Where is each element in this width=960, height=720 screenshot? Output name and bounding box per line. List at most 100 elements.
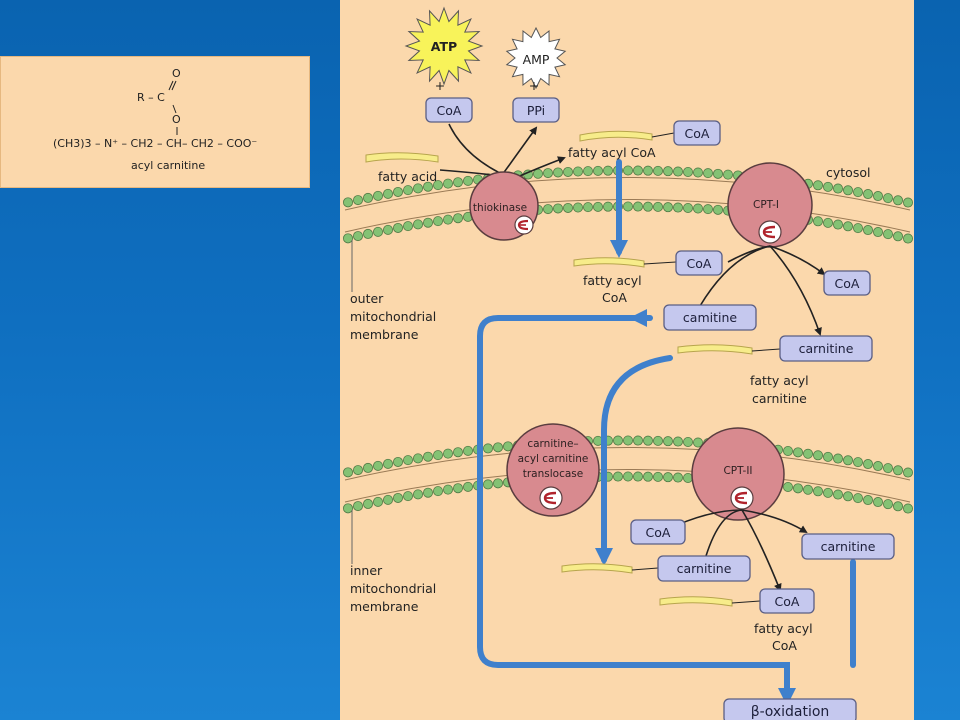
acyl-r-group: R – C — [137, 91, 165, 104]
inner-membrane-head — [853, 457, 864, 468]
ppi-label: PPi — [527, 103, 545, 118]
carnitine-label-3: carnitine — [677, 561, 732, 576]
fatty-acyl-chain-3 — [677, 344, 753, 355]
amp-label: AMP — [523, 52, 550, 67]
outer-membrane-head — [712, 204, 723, 215]
translocase-enzyme — [506, 423, 600, 517]
inner-membrane-head — [433, 450, 444, 461]
outer-membrane-head — [542, 168, 553, 179]
fatty-acyl-carnitine-label-b: carnitine — [752, 391, 807, 406]
translocase-label-3: translocase — [523, 468, 583, 480]
cpt2-acylcoa-out-arrow — [741, 509, 782, 592]
inner-membrane-head — [812, 450, 823, 461]
inner-membrane-head — [893, 501, 904, 512]
translocase-label-2: acyl carnitine — [518, 453, 589, 465]
outer-membrane-head — [443, 178, 454, 189]
inner-membrane-head — [373, 496, 384, 507]
translocase-membrane-icon — [539, 486, 563, 510]
cpt1-label: CPT-I — [753, 199, 779, 211]
amp-starburst — [505, 26, 567, 90]
outer-membrane-head — [883, 193, 894, 204]
outer-membrane-head — [413, 219, 424, 230]
outer-membrane-head — [662, 202, 673, 213]
outer-membrane-label-3: membrane — [350, 327, 419, 342]
inner-membrane-head — [662, 472, 673, 483]
coa-acyl-label-2: CoA — [687, 256, 712, 271]
acyl-carnitine-structure: O R – C O (CH3)3 – N⁺ – CH2 – CH– CH2 – … — [53, 67, 257, 172]
carnitine-box-4 — [801, 533, 895, 560]
outer-membrane-label-1: outer — [350, 291, 384, 306]
outer-membrane-head — [383, 188, 394, 199]
diagram-canvas: outer mitochondrial membrane inner mitoc… — [343, 6, 914, 720]
inner-membrane-head — [802, 484, 813, 495]
coa-box-top — [425, 97, 473, 123]
acyl-carnitine-transport-arrow — [595, 355, 673, 566]
outer-membrane-head — [393, 222, 404, 233]
outer-membrane-head — [572, 166, 583, 177]
inner-membrane-head — [873, 497, 884, 508]
inner-membrane-head — [632, 435, 643, 446]
outer-membrane-head — [832, 183, 843, 194]
outer-membrane-head — [903, 197, 914, 208]
cpt1-acylcarnitine-out-arrow — [769, 245, 822, 336]
cpt2-carnitine-out-arrow — [741, 509, 808, 534]
inner-membrane-head — [622, 435, 633, 446]
inner-membrane-head — [463, 445, 474, 456]
outer-membrane-head — [682, 202, 693, 213]
outer-membrane-head — [463, 175, 474, 186]
inner-membrane-head — [863, 459, 874, 470]
inner-membrane-head — [393, 456, 404, 467]
inner-membrane-head — [672, 436, 683, 447]
outer-membrane-head — [453, 213, 464, 224]
inner-membrane-head — [443, 448, 454, 459]
inner-membrane-label-3: membrane — [350, 599, 419, 614]
outer-membrane-head — [632, 165, 643, 176]
acyl-link-1 — [651, 132, 675, 138]
translocase-label-1: carnitine– — [527, 438, 578, 450]
inner-membrane-head — [453, 447, 464, 458]
inner-membrane-head — [822, 451, 833, 462]
carnitine-shuttle-diagram: outer mitochondrial membrane inner mitoc… — [340, 0, 914, 720]
outer-membrane-head — [433, 216, 444, 227]
coa-acyl-box-1 — [673, 120, 721, 146]
carnitine-box-2 — [779, 335, 873, 362]
outer-membrane-head — [362, 228, 373, 239]
carnitine-label-1: camitine — [683, 310, 737, 325]
cpt1-membrane-icon — [758, 220, 782, 244]
fatty-acyl-chain-1 — [579, 130, 653, 142]
inner-membrane-head — [792, 483, 803, 494]
outer-membrane-head — [423, 181, 434, 192]
inner-membrane-head — [822, 487, 833, 498]
cpt1-carnitine-in — [699, 245, 771, 307]
inner-membrane-head — [842, 455, 853, 466]
structure-caption: acyl carnitine — [131, 159, 205, 172]
outer-membrane-head — [343, 233, 353, 244]
inner-membrane-head — [453, 483, 464, 494]
inner-membrane-head — [903, 467, 914, 478]
outer-membrane-head — [542, 204, 553, 215]
outer-membrane-head — [352, 195, 363, 206]
ester-oxygen: O — [172, 113, 181, 126]
inner-membrane-head — [423, 487, 434, 498]
outer-membrane-head — [343, 197, 353, 208]
outer-membrane-head — [722, 169, 733, 180]
outer-membrane-head — [393, 186, 404, 197]
inner-membrane-head — [362, 498, 373, 509]
inner-membrane-head — [652, 435, 663, 446]
outer-membrane-head — [572, 202, 583, 213]
inner-membrane-head — [343, 503, 353, 514]
cpt2-enzyme — [691, 427, 785, 521]
outer-membrane-head — [853, 187, 864, 198]
outer-membrane-head — [592, 201, 603, 212]
plus-sign-2: + — [529, 78, 539, 93]
inner-membrane-head — [883, 499, 894, 510]
outer-membrane-head — [893, 195, 904, 206]
outer-membrane-head — [652, 201, 663, 212]
inner-membrane-head — [812, 486, 823, 497]
inner-membrane-label-2: mitochondrial — [350, 581, 436, 596]
inner-membrane-head — [832, 453, 843, 464]
outer-membrane-head — [822, 217, 833, 228]
ppi-box — [512, 97, 560, 123]
carbonyl-bond — [168, 80, 174, 91]
outer-membrane-head — [672, 202, 683, 213]
